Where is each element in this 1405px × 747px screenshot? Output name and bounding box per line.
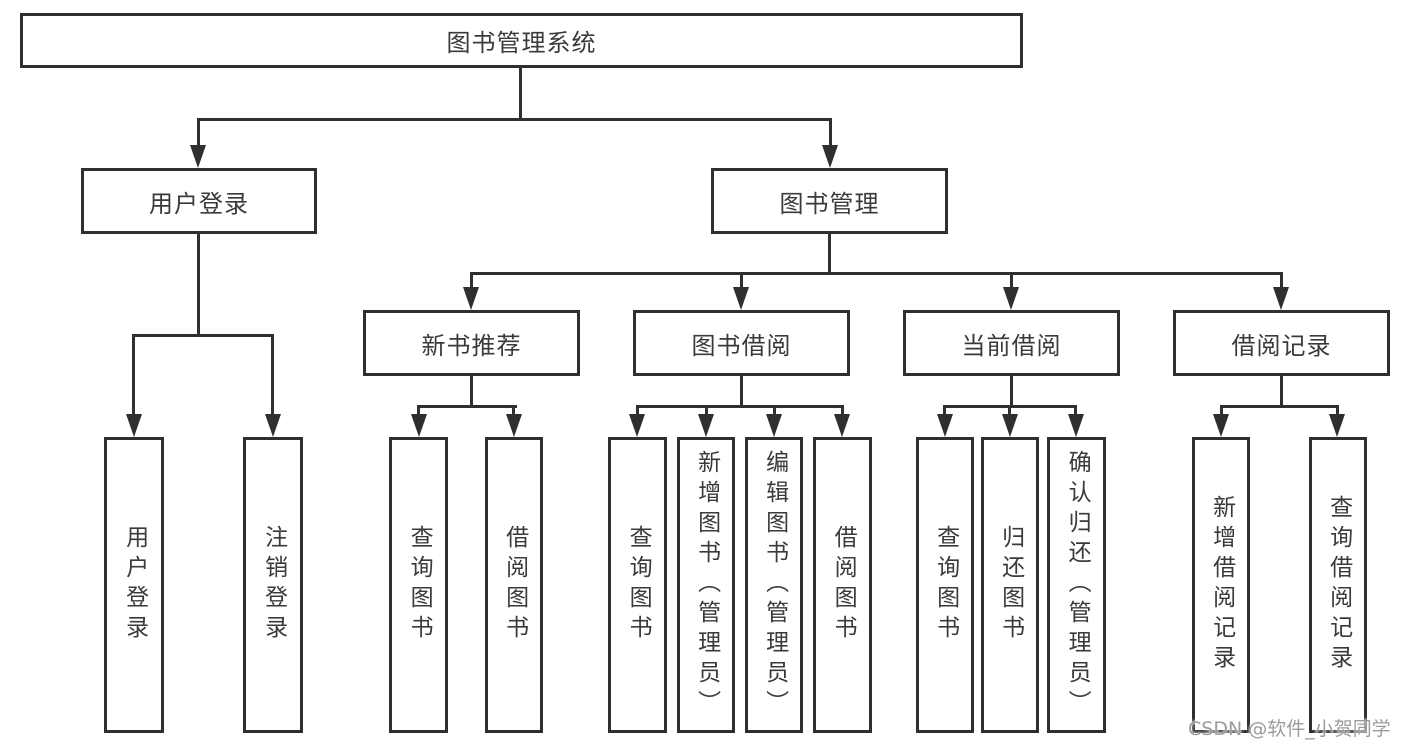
leaf-user-login: 用户登录: [104, 437, 164, 733]
connector-line: [1220, 405, 1223, 417]
arrow-down-icon: [822, 145, 838, 168]
node-label: 借阅图书: [830, 525, 857, 645]
connector-line: [470, 376, 473, 407]
arrow-down-icon: [698, 414, 714, 437]
node-user-login: 用户登录: [81, 168, 317, 234]
node-borrow-records: 借阅记录: [1173, 310, 1390, 376]
arrow-down-icon: [463, 287, 479, 310]
arrow-down-icon: [1003, 287, 1019, 310]
node-label: 图书管理: [779, 189, 880, 218]
node-label: 注销登录: [260, 525, 287, 645]
node-label: 用户登录: [121, 525, 148, 645]
connector-line: [1010, 272, 1013, 290]
node-library-management-system: 图书管理系统: [20, 13, 1023, 68]
connector-line: [841, 405, 844, 417]
connector-line: [1336, 405, 1339, 417]
arrow-down-icon: [766, 414, 782, 437]
watermark: CSDN @软件_小贺同学: [1188, 718, 1391, 740]
connector-line: [1280, 376, 1283, 407]
node-label: 查询借阅记录: [1325, 495, 1352, 675]
connector-line: [1008, 405, 1011, 417]
node-label: 图书借阅: [691, 331, 792, 360]
leaf-query-books-current: 查询图书: [916, 437, 974, 733]
node-current-borrowing: 当前借阅: [903, 310, 1120, 376]
connector-line: [943, 405, 946, 417]
node-label: 查询图书: [932, 525, 959, 645]
connector-line: [1280, 272, 1283, 290]
arrow-down-icon: [834, 414, 850, 437]
leaf-query-books-recommend: 查询图书: [389, 437, 448, 733]
connector-line: [470, 272, 1283, 275]
leaf-borrow-books: 借阅图书: [813, 437, 872, 733]
connector-line: [636, 405, 844, 408]
leaf-confirm-return-admin: 确认归还（管理员）: [1047, 437, 1106, 733]
node-label: 新增借阅记录: [1208, 495, 1235, 675]
arrow-down-icon: [1273, 287, 1289, 310]
node-label: 借阅图书: [501, 525, 528, 645]
arrow-down-icon: [937, 414, 953, 437]
connector-line: [417, 405, 420, 417]
arrow-down-icon: [126, 414, 142, 437]
arrow-down-icon: [1002, 414, 1018, 437]
node-label: 查询图书: [406, 525, 433, 645]
connector-line: [132, 334, 135, 414]
node-label: 用户登录: [149, 189, 249, 218]
leaf-return-book: 归还图书: [981, 437, 1039, 733]
connector-line: [829, 118, 832, 148]
connector-line: [1074, 405, 1077, 417]
leaf-query-books-borrowing: 查询图书: [608, 437, 667, 733]
connector-line: [740, 272, 743, 290]
connector-line: [197, 118, 200, 148]
connector-line: [773, 405, 776, 417]
node-book-management: 图书管理: [711, 168, 948, 234]
node-book-borrowing: 图书借阅: [633, 310, 850, 376]
arrow-down-icon: [733, 287, 749, 310]
node-label: 编辑图书（管理员）: [761, 450, 788, 720]
connector-line: [512, 405, 515, 417]
connector-line: [470, 272, 473, 290]
connector-line: [740, 376, 743, 407]
connector-line: [828, 234, 831, 275]
leaf-borrow-books-recommend: 借阅图书: [485, 437, 543, 733]
arrow-down-icon: [411, 414, 427, 437]
arrow-down-icon: [629, 414, 645, 437]
leaf-edit-book-admin: 编辑图书（管理员）: [745, 437, 803, 733]
node-new-book-recommend: 新书推荐: [363, 310, 580, 376]
node-label: 当前借阅: [961, 331, 1062, 360]
connector-line: [1220, 405, 1339, 408]
connector-line: [197, 118, 832, 121]
connector-line: [519, 68, 522, 120]
connector-line: [417, 405, 517, 408]
arrow-down-icon: [190, 145, 206, 168]
arrow-down-icon: [265, 414, 281, 437]
node-label: 新书推荐: [421, 331, 522, 360]
arrow-down-icon: [506, 414, 522, 437]
node-label: 新增图书（管理员）: [693, 450, 720, 720]
node-label: 图书管理系统: [446, 29, 597, 57]
node-label: 确认归还（管理员）: [1064, 450, 1091, 720]
leaf-add-borrow-record: 新增借阅记录: [1192, 437, 1250, 733]
connector-line: [271, 334, 274, 414]
leaf-query-borrow-record: 查询借阅记录: [1309, 437, 1367, 733]
node-label: 查询图书: [625, 525, 652, 645]
leaf-logout: 注销登录: [243, 437, 303, 733]
connector-line: [705, 405, 708, 417]
arrow-down-icon: [1213, 414, 1229, 437]
connector-line: [636, 405, 639, 417]
connector-line: [1010, 376, 1013, 407]
connector-line: [132, 334, 274, 337]
node-label: 借阅记录: [1231, 331, 1332, 360]
connector-line: [197, 234, 200, 336]
arrow-down-icon: [1329, 414, 1345, 437]
leaf-add-book-admin: 新增图书（管理员）: [677, 437, 735, 733]
node-label: 归还图书: [997, 525, 1024, 645]
arrow-down-icon: [1068, 414, 1084, 437]
